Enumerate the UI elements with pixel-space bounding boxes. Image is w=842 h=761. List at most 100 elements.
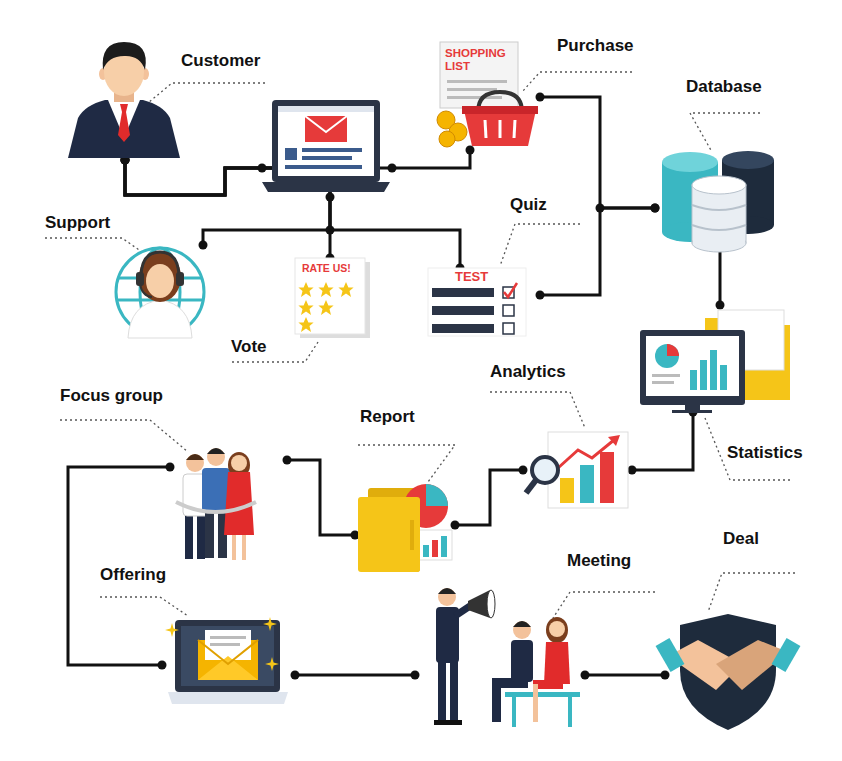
icon-node: Deal	[665, 612, 795, 735]
connector-dot	[581, 671, 590, 680]
laptop-icon-part	[305, 116, 347, 142]
connector-line	[585, 674, 665, 677]
shopping-basket-icon-part	[440, 42, 518, 108]
support-agent-icon-part	[176, 272, 184, 286]
node-label: Offering	[100, 565, 166, 585]
shopping-basket-icon	[437, 42, 538, 147]
statistics-monitor-icon-part	[640, 330, 745, 405]
meeting-people-part	[492, 682, 501, 722]
test-sheet-icon	[428, 268, 526, 336]
test-sheet-icon-part	[504, 283, 517, 297]
node-label: Customer	[181, 51, 260, 71]
report-folder-icon-part	[441, 536, 447, 557]
connector-dot	[716, 301, 725, 310]
meeting-people-part	[513, 621, 531, 627]
rating-card-icon-part	[318, 300, 333, 315]
laptop-icon-part	[258, 164, 267, 173]
connector-dot	[661, 671, 670, 680]
connector-dot	[291, 671, 300, 680]
rating-card-icon	[295, 258, 370, 338]
test-sheet-icon-part	[428, 268, 526, 336]
support-agent-icon-part	[128, 300, 192, 338]
connector-dot	[651, 204, 660, 213]
laptop-icon-part	[302, 156, 352, 160]
connector-dot	[199, 241, 208, 250]
test-sheet-icon-part	[432, 306, 494, 315]
leader-line-part	[553, 592, 655, 618]
report-folder-icon-part	[410, 520, 414, 550]
customer-figure-part	[118, 104, 130, 142]
laptop-icon-part	[285, 148, 297, 160]
analytics-chart-icon-part	[532, 457, 558, 483]
test-sheet-icon-part	[432, 288, 494, 297]
focus-group-people-part	[202, 468, 230, 512]
node-label: Quiz	[510, 195, 547, 215]
leader-line-part	[490, 392, 585, 428]
node-label: Vote	[231, 337, 267, 357]
leader-line-part	[60, 420, 188, 452]
node-label: Analytics	[490, 362, 566, 382]
meeting-people-part	[513, 621, 531, 639]
shopping-basket-icon-part	[447, 80, 507, 83]
database-icon-part	[722, 151, 774, 169]
focus-group-people	[176, 448, 256, 560]
statistics-monitor-icon-part	[652, 381, 674, 384]
deal-handshake-icon-part	[656, 638, 685, 672]
shopping-basket-icon-part-part	[514, 120, 515, 138]
icon-node: Meeting	[415, 578, 585, 735]
shopping-basket-icon-part	[447, 88, 497, 91]
connector-dot	[651, 204, 660, 213]
meeting-people-part	[455, 606, 470, 616]
offering-mail-icon-part	[168, 692, 288, 704]
icon-node: Customer	[65, 38, 185, 160]
test-sheet-icon-part	[503, 305, 514, 316]
leader-line-part	[358, 445, 455, 482]
node-label: Report	[360, 407, 415, 427]
shopping-basket-icon-part	[485, 120, 515, 138]
rating-card-icon-part	[338, 282, 353, 297]
leader-line-part	[148, 83, 265, 103]
connector-dot	[451, 521, 460, 530]
rating-card-icon-part	[298, 282, 313, 297]
focus-group-people-part	[176, 502, 256, 512]
shopping-basket-icon-part	[464, 110, 536, 146]
deal-handshake-icon-part	[772, 638, 801, 672]
focus-group-people-part	[186, 454, 204, 460]
offering-mail-icon-part	[263, 617, 277, 631]
node-label: Focus group	[60, 386, 163, 406]
meeting-people-part	[438, 588, 456, 606]
report-folder-icon-part	[418, 530, 452, 560]
customer-figure	[68, 42, 180, 158]
meeting-people-part	[544, 642, 570, 684]
laptop-icon-part	[278, 106, 374, 112]
shopping-basket-icon-part	[439, 131, 455, 147]
customer-figure-part	[103, 42, 146, 70]
icon-caption: RATE US!	[302, 262, 364, 274]
database-icon-part	[692, 176, 746, 194]
statistics-monitor-icon-part	[646, 336, 739, 396]
report-folder-icon-part	[423, 545, 429, 557]
node-label: Statistics	[727, 443, 803, 463]
laptop-icon-part	[262, 182, 390, 192]
leader-line-part	[45, 238, 142, 252]
statistics-monitor-icon-part	[700, 360, 707, 390]
meeting-people-part	[438, 588, 456, 594]
connector-line	[719, 245, 722, 305]
report-folder-icon-part	[358, 497, 420, 572]
laptop-icon-part	[285, 165, 362, 169]
support-agent-icon	[116, 248, 204, 338]
meeting-people-part	[533, 684, 538, 722]
icon-node: Focus group	[170, 445, 287, 565]
meeting-people-part	[448, 720, 462, 725]
connector-dot	[519, 466, 528, 475]
connector-dot	[536, 291, 545, 300]
offering-mail-icon-part	[198, 640, 258, 664]
offering-mail-icon-part	[265, 657, 279, 671]
analytics-chart-icon-part	[580, 465, 594, 503]
support-agent-icon-part	[146, 264, 174, 298]
focus-group-people-part	[231, 455, 247, 471]
meeting-people-part	[546, 617, 568, 643]
node-label: Meeting	[567, 551, 631, 571]
